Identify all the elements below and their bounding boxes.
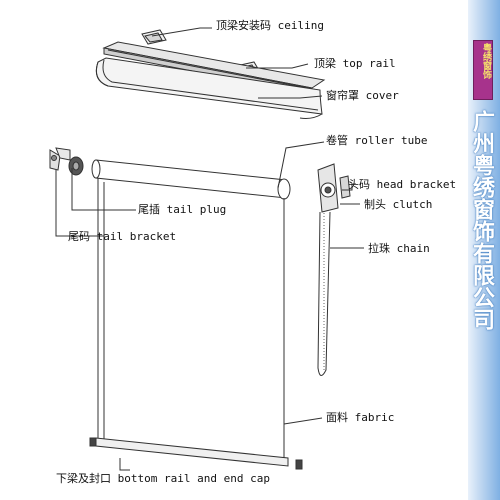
- label-chain: 拉珠 chain: [368, 242, 430, 255]
- bottom-rail: [89, 437, 303, 470]
- head-bracket: [317, 163, 351, 213]
- label-tail-plug: 尾插 tail plug: [138, 203, 227, 216]
- chain: [317, 211, 331, 376]
- label-ceiling: 顶梁安装码 ceiling: [216, 19, 324, 32]
- label-top-rail: 顶梁 top rail: [314, 57, 396, 70]
- label-clutch: 制头 clutch: [364, 198, 433, 211]
- label-cover: 窗帘罩 cover: [326, 89, 399, 102]
- logo-text: 粤绣窗饰: [481, 43, 491, 79]
- tail-plug: [68, 156, 84, 176]
- label-tail-bracket: 尾码 tail bracket: [68, 230, 177, 243]
- label-head-bracket: 头码 head bracket: [348, 178, 457, 191]
- roller-tube: [91, 159, 291, 200]
- cover: [95, 57, 323, 119]
- label-fabric: 面料 fabric: [326, 411, 395, 424]
- tail-bracket: [49, 147, 71, 171]
- label-bottom-rail: 下梁及封口 bottom rail and end cap: [56, 472, 270, 485]
- fabric: [97, 178, 285, 460]
- logo-badge: 粤绣窗饰: [473, 40, 493, 100]
- company-name: 广州粤绣窗饰有限公司: [469, 110, 494, 330]
- leader-lines: [55, 27, 364, 471]
- label-roller-tube: 卷管 roller tube: [326, 134, 428, 147]
